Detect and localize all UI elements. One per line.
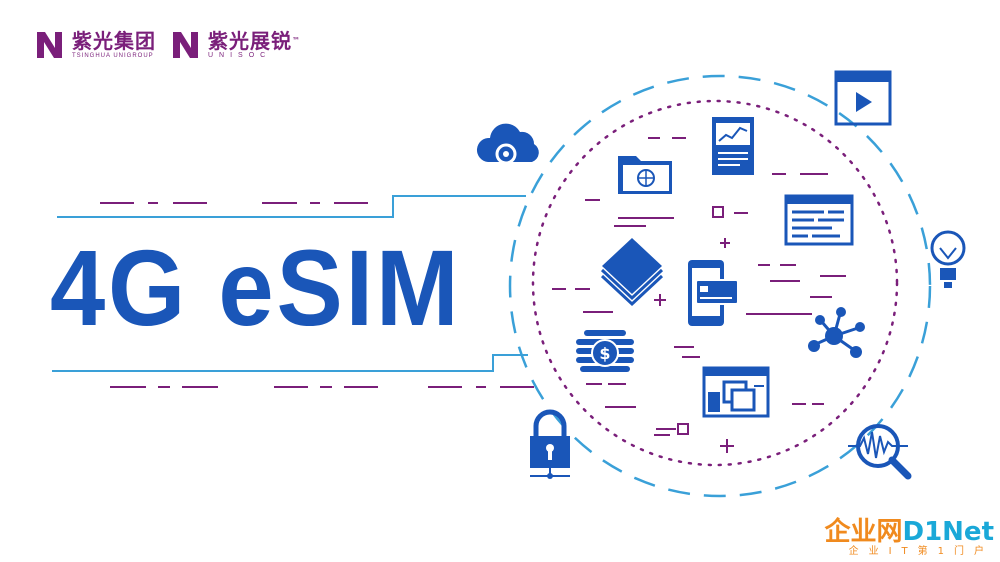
unigroup-mark-icon (37, 32, 62, 58)
document-icon (712, 117, 754, 175)
phone-card-icon (688, 260, 739, 326)
folder-globe-icon (618, 156, 672, 194)
bottom-frame-line (52, 354, 528, 372)
layers-icon (600, 238, 664, 307)
inner-dotted-ring (531, 99, 899, 467)
unisoc-logo: 紫光展锐™ UNISOC (170, 28, 301, 62)
unisoc-cn: 紫光展锐™ (208, 29, 301, 53)
magnifier-wave-icon (848, 424, 912, 480)
unigroup-en: TSINGHUA UNIGROUP (72, 53, 154, 59)
unisoc-en: UNISOC (208, 52, 272, 59)
unisoc-mark-icon (173, 32, 198, 58)
cloud-gear-icon (476, 123, 539, 165)
outer-dashed-ring (508, 74, 932, 498)
svg-text:$: $ (599, 344, 610, 363)
watermark: 企业网D1Net 企业IT第1门户 (824, 518, 994, 558)
browser-code-icon (784, 194, 854, 246)
window-stack-icon (702, 366, 770, 418)
watermark-slogan: 企业IT第1门户 (848, 546, 994, 557)
unigroup-logo: 紫光集团 TSINGHUA UNIGROUP (34, 28, 156, 62)
lightbulb-icon (930, 230, 966, 288)
page-title: 4G eSIM (50, 227, 462, 348)
top-frame-line (57, 195, 526, 218)
header-logos: 紫光集团 TSINGHUA UNIGROUP 紫光展锐™ UNISOC (34, 28, 301, 62)
video-player-icon (834, 70, 892, 126)
network-nodes-icon (808, 307, 865, 358)
watermark-brand: 企业网D1Net (824, 517, 994, 547)
padlock-icon (530, 409, 570, 479)
coins-dollar-icon: $ (576, 330, 634, 372)
unigroup-cn: 紫光集团 (72, 29, 156, 53)
